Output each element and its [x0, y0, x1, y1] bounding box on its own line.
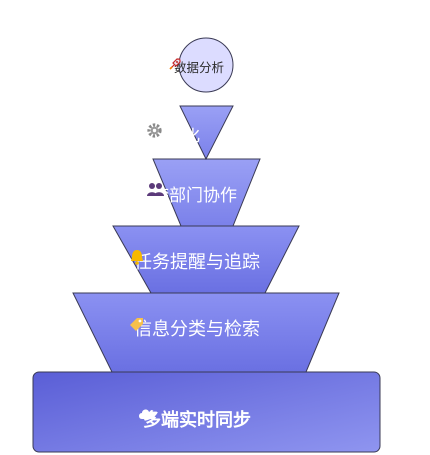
level-auto-shape — [179, 105, 234, 161]
level-task-shape — [112, 225, 300, 294]
base-block — [32, 371, 381, 453]
level-info-shape — [72, 292, 340, 373]
level-cross-shape — [152, 158, 261, 227]
top-node-circle — [178, 37, 234, 93]
